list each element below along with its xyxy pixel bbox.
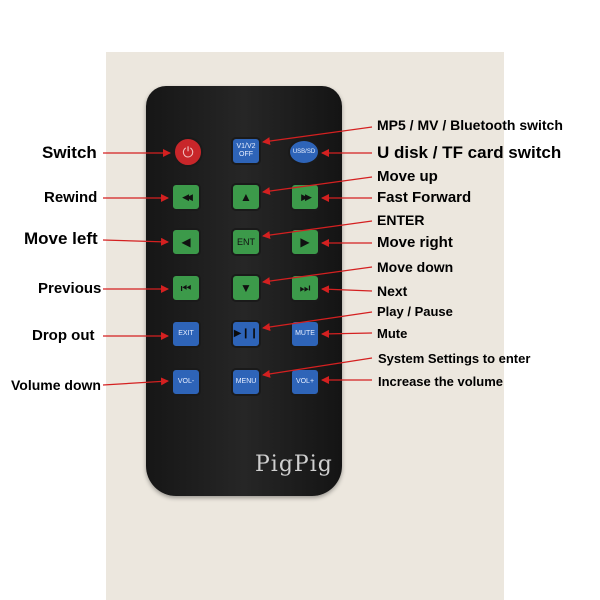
enter-button[interactable]: ENT (231, 228, 261, 256)
watermark: PigPig (255, 452, 333, 477)
skip-back-icon: ⏮ (180, 280, 192, 295)
vol-up-label: VOL+ (295, 378, 315, 385)
label-system-settings: System Settings to enter (378, 351, 531, 366)
label-drop-out: Drop out (32, 327, 95, 344)
arrow-volume-down (102, 377, 169, 386)
menu-label: MENU (235, 378, 257, 385)
arrow-move-down (262, 266, 373, 286)
arrow-mute (321, 329, 373, 338)
label-switch: Switch (42, 143, 97, 162)
arrow-system-settings (262, 357, 373, 378)
label-mute: Mute (377, 326, 408, 341)
right-button[interactable]: ▶ (290, 228, 320, 256)
label-increase-volume: Increase the volume (378, 374, 503, 389)
arrow-move-left (102, 237, 169, 246)
triangle-right-icon: ▶ (300, 235, 310, 249)
triangle-up-icon: ▲ (240, 190, 252, 204)
label-move-up: Move up (377, 168, 438, 185)
enter-label: ENT (237, 237, 255, 247)
label-next: Next (377, 283, 408, 299)
mute-label: MUTE (295, 330, 315, 337)
exit-button[interactable]: EXIT (171, 320, 201, 348)
exit-label: EXIT (178, 330, 194, 337)
label-udisk-switch: U disk / TF card switch (377, 143, 562, 162)
play-pause-button[interactable]: ▶❙❙ (231, 320, 261, 348)
label-previous: Previous (38, 280, 102, 297)
up-button[interactable]: ▲ (231, 183, 261, 211)
label-volume-down: Volume down (11, 377, 101, 393)
label-rewind: Rewind (44, 189, 98, 206)
label-enter: ENTER (377, 212, 425, 228)
rewind-icon: ◀◀ (182, 191, 193, 202)
arrow-next (321, 285, 373, 294)
power-button[interactable]: ⏻ (173, 137, 203, 167)
play-pause-icon: ▶❙❙ (233, 328, 259, 339)
power-icon: ⏻ (182, 143, 194, 160)
triangle-left-icon: ◀ (181, 235, 191, 249)
skip-forward-icon: ⏭ (299, 280, 311, 295)
triangle-down-icon: ▼ (240, 281, 252, 295)
arrow-play-pause (262, 311, 373, 331)
usb-sd-label: USB/SD (292, 149, 316, 155)
mute-button[interactable]: MUTE (290, 320, 320, 348)
label-play-pause: Play / Pause (377, 304, 453, 319)
vol-down-label: VOL- (177, 378, 195, 385)
down-button[interactable]: ▼ (231, 274, 261, 302)
rewind-button[interactable]: ◀◀ (171, 183, 201, 211)
label-move-right: Move right (377, 234, 453, 251)
previous-button[interactable]: ⏮ (171, 274, 201, 302)
arrow-mp5-switch (262, 126, 373, 146)
arrow-enter (262, 220, 373, 240)
mode-switch-button[interactable]: V1/V2 OFF (231, 137, 261, 165)
usb-sd-button[interactable]: USB/SD (288, 139, 320, 165)
next-button[interactable]: ⏭ (290, 274, 320, 302)
fast-forward-button[interactable]: ▶▶ (290, 183, 320, 211)
fast-forward-icon: ▶▶ (301, 191, 312, 202)
volume-down-button[interactable]: VOL- (171, 368, 201, 396)
label-move-down: Move down (377, 259, 454, 275)
menu-button[interactable]: MENU (231, 368, 261, 396)
label-mp5-switch: MP5 / MV / Bluetooth switch (377, 117, 563, 133)
label-move-left: Move left (24, 229, 98, 248)
label-fast-forward: Fast Forward (377, 189, 472, 206)
left-button[interactable]: ◀ (171, 228, 201, 256)
arrow-move-up (262, 176, 373, 196)
mode-label-line1: V1/V2 (236, 143, 256, 150)
mode-label-line2: OFF (239, 151, 253, 158)
